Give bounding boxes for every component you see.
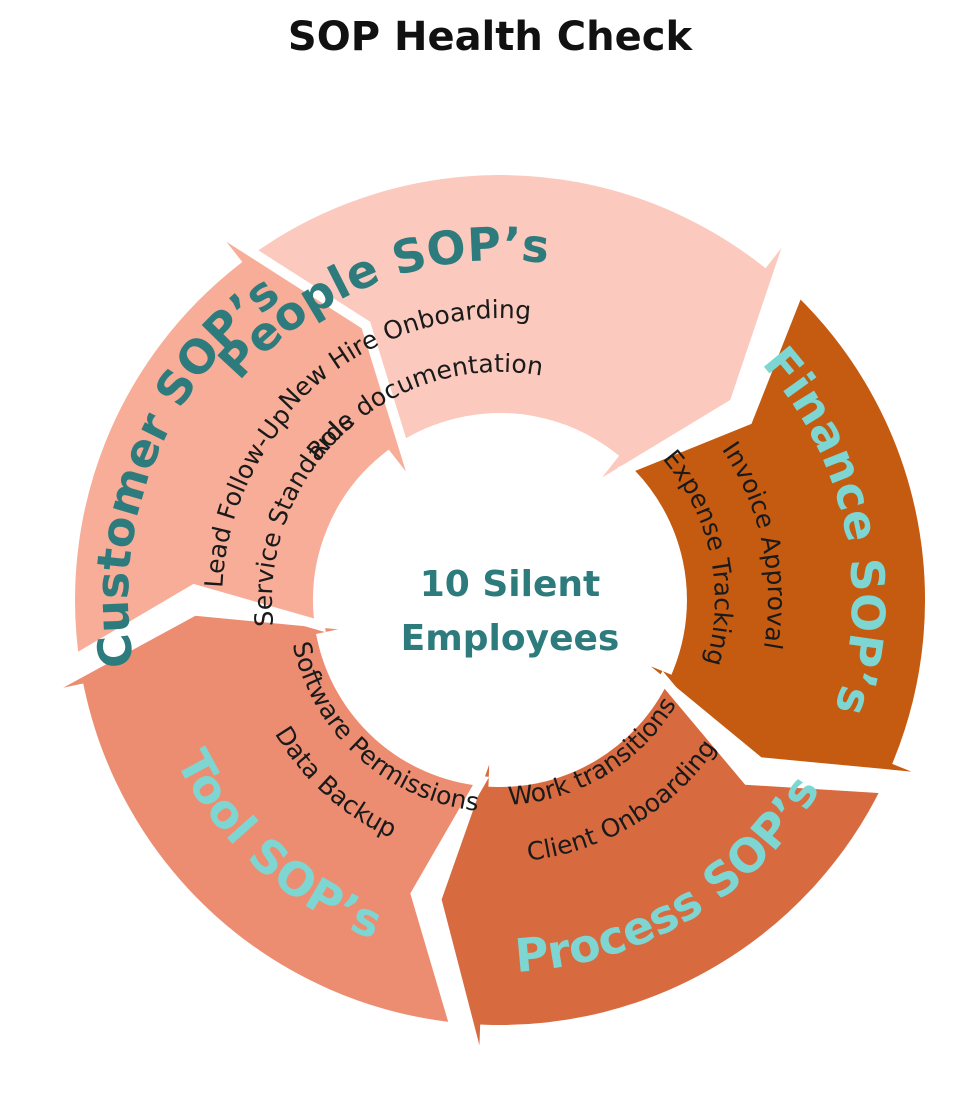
process-arrow <box>431 670 895 1081</box>
center-label: 10 Silent Employees <box>360 558 660 666</box>
tool-arrow <box>28 605 490 1034</box>
center-line-2: Employees <box>400 618 620 659</box>
customer-arrow <box>65 217 424 668</box>
page-title: SOP Health Check <box>287 14 693 60</box>
finance-arrow <box>617 281 947 785</box>
center-line-1: 10 Silent <box>419 564 601 605</box>
arrow-layer <box>28 165 947 1081</box>
